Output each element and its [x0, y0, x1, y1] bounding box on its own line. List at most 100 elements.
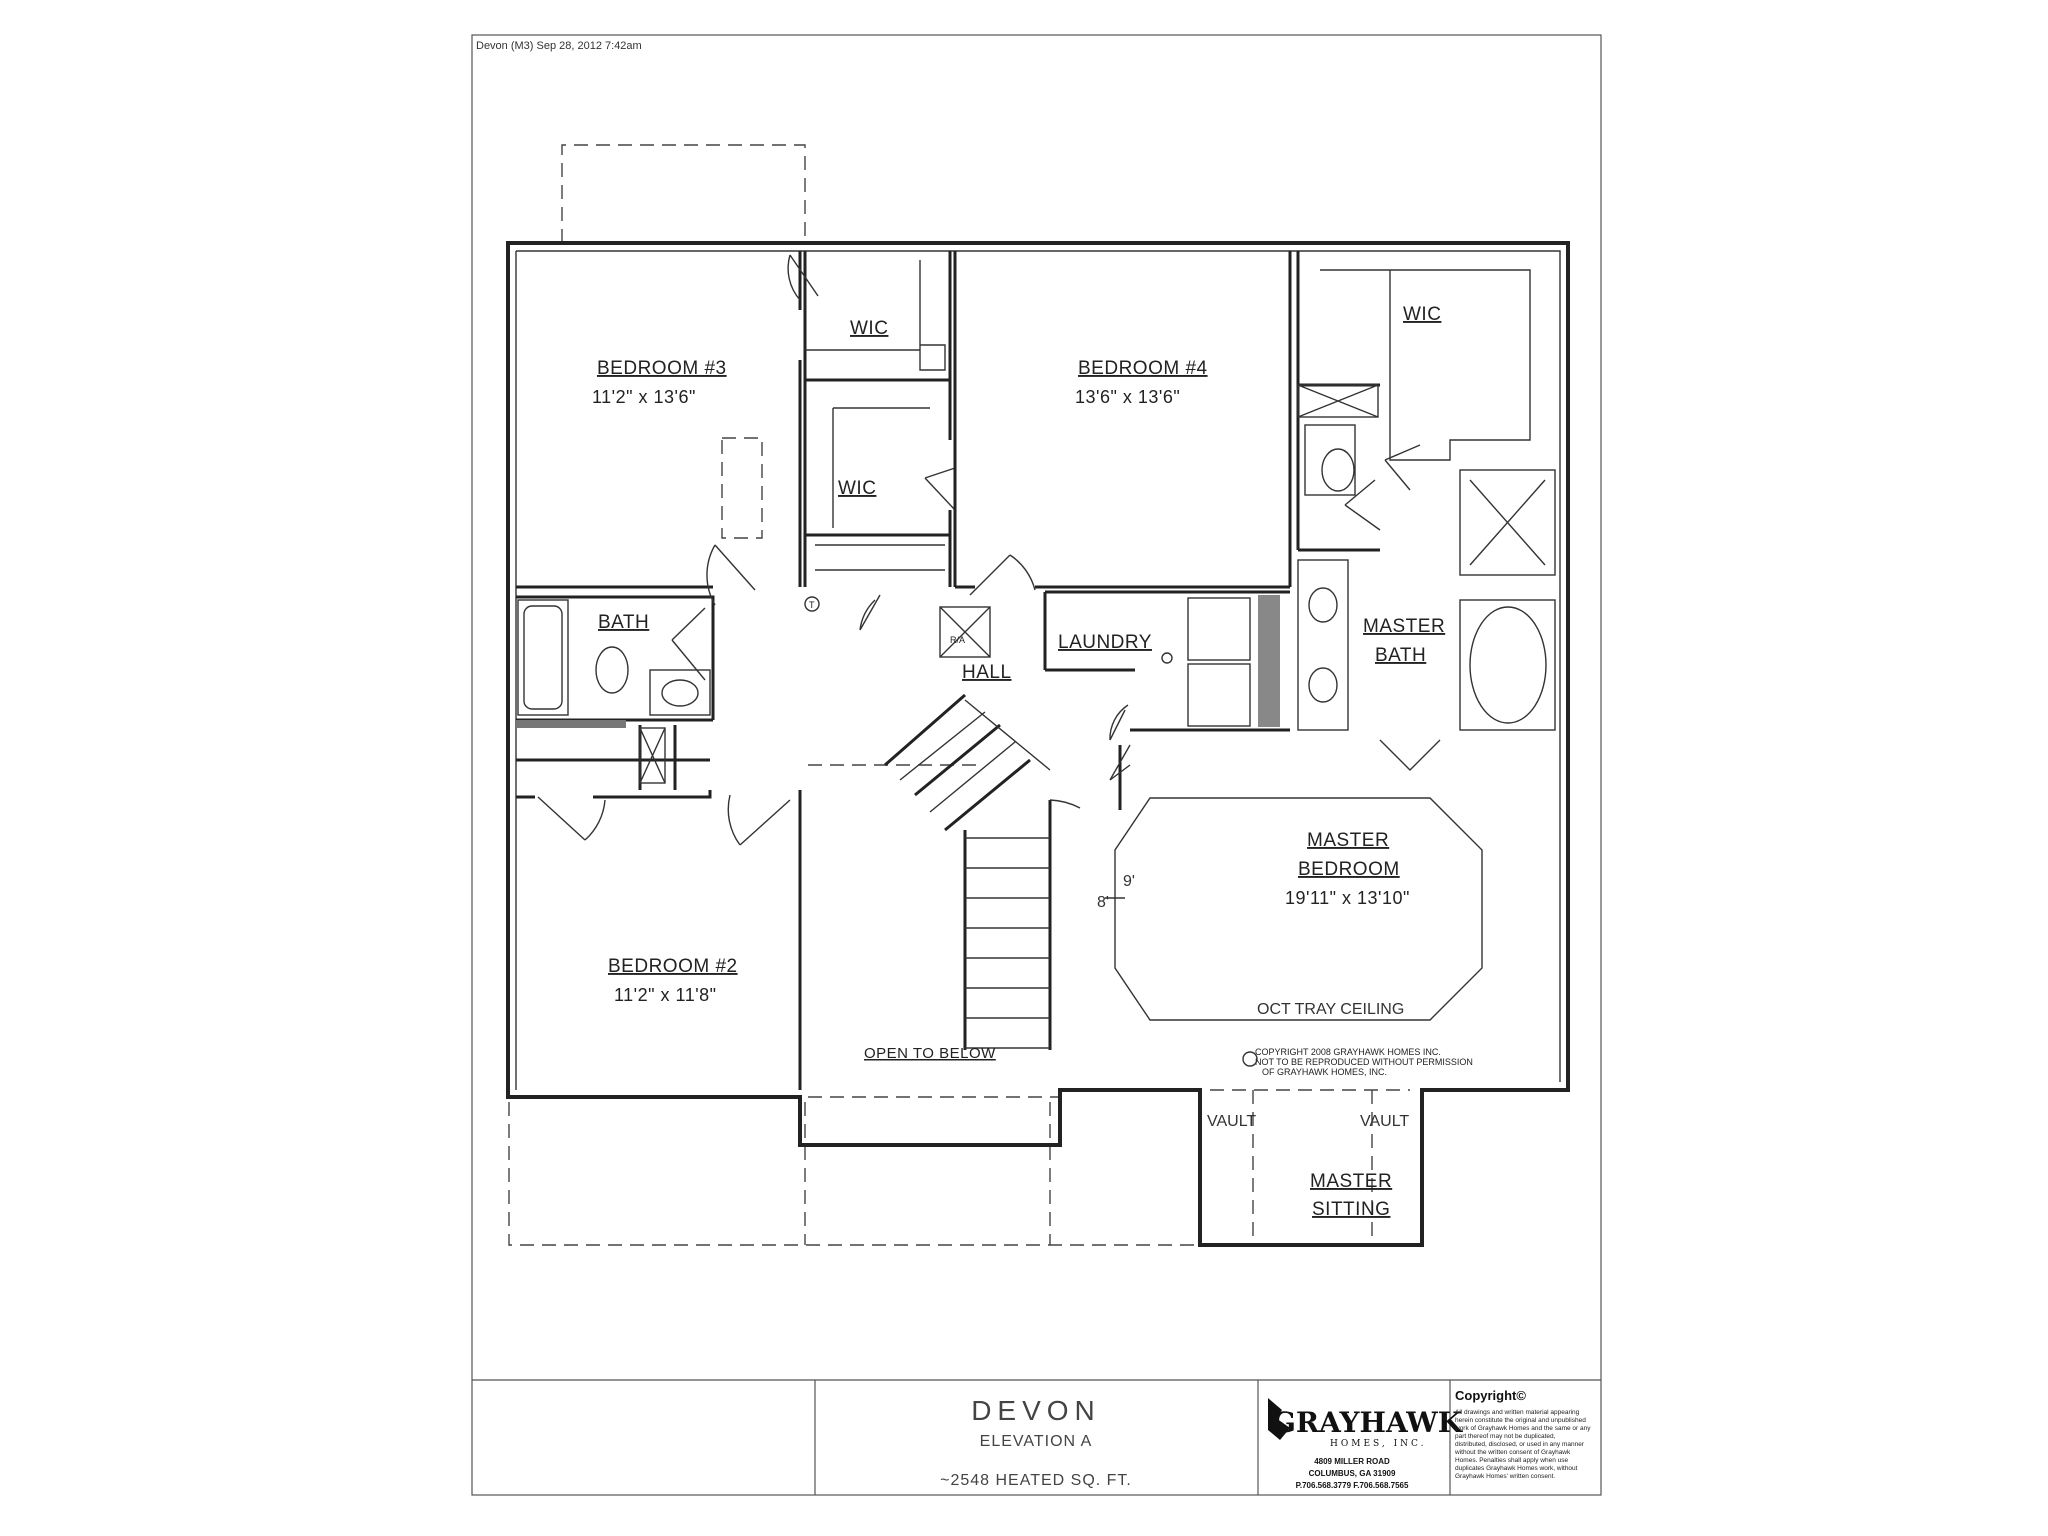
master-wc-door — [1344, 479, 1381, 531]
master-tub-basin — [1469, 606, 1547, 724]
wic-top-shelf — [805, 260, 946, 371]
phone-line: P.706.568.3779 F.706.568.7565 — [1296, 1481, 1409, 1490]
bedroom4-label: BEDROOM #4 — [1078, 358, 1208, 379]
grayhawk-logo: GRAYHAWK HOMES, INC. — [1268, 1398, 1464, 1449]
plan-area: ~2548 HEATED SQ. FT. — [940, 1472, 1132, 1489]
bedroom2-closet-door — [537, 796, 606, 841]
copyright-text-line: herein constitute the original and unpub… — [1455, 1417, 1586, 1424]
laundry-washer — [1187, 663, 1251, 727]
stair-treads — [965, 837, 1050, 1049]
tray-ceiling-label: OCT TRAY CEILING — [1257, 1001, 1404, 1018]
master-bath-label-2: BATH — [1375, 645, 1426, 666]
master-bedroom-door — [1109, 744, 1131, 781]
copyright-line-1: COPYRIGHT 2008 GRAYHAWK HOMES INC. — [1255, 1047, 1441, 1057]
ceiling-9-label: 9' — [1123, 873, 1135, 890]
laundry-walls — [1043, 590, 1290, 732]
open-to-below-label: OPEN TO BELOW — [864, 1045, 996, 1062]
bath-tub-inner — [523, 605, 563, 710]
bath-vanity — [649, 669, 711, 716]
ra-label: R/A — [950, 635, 965, 645]
plan-elevation: ELEVATION A — [980, 1433, 1093, 1450]
bedroom2-label: BEDROOM #2 — [608, 956, 738, 977]
bedroom4-walls — [953, 251, 1290, 589]
copyright-text-line: part thereof may not be duplicated, — [1455, 1433, 1556, 1440]
copyright-text-line: Grayhawk Homes' written consent. — [1455, 1473, 1555, 1480]
oct-tray-ceiling-outline — [1114, 797, 1483, 1021]
bedroom3-label: BEDROOM #3 — [597, 358, 727, 379]
master-bath-door — [1379, 739, 1441, 771]
bedroom4-dims: 13'6" x 13'6" — [1075, 387, 1180, 407]
wic-master-label: WIC — [1403, 304, 1441, 325]
return-air-x — [939, 606, 991, 658]
bath-toilet — [595, 646, 629, 694]
master-sink-2 — [1308, 667, 1338, 703]
bath-tile-strip — [516, 720, 626, 728]
bedroom3-dims: 11'2" x 13'6" — [592, 387, 696, 407]
company-logo-sub: HOMES, INC. — [1330, 1439, 1426, 1449]
wic-hall-door — [859, 594, 881, 631]
stair-landing — [884, 693, 1031, 832]
lower-floor-outline-inner — [804, 1102, 1051, 1245]
bedroom3-door — [706, 544, 756, 606]
copyright-text-line: without the written consent of Grayhawk — [1454, 1449, 1571, 1456]
stair-door-swing — [1049, 799, 1081, 809]
stair-landing-lines — [899, 699, 1051, 813]
ceiling-8-label: 8' — [1097, 894, 1109, 911]
master-sitting-label-2: SITTING — [1312, 1199, 1390, 1220]
bath-linen — [639, 727, 666, 784]
bath-door — [671, 607, 706, 681]
master-bedroom-dims: 19'11" x 13'10" — [1285, 888, 1410, 908]
bath-sink — [661, 679, 699, 707]
laundry-drain — [1161, 652, 1173, 664]
company-logo-text: GRAYHAWK — [1272, 1406, 1464, 1439]
thermostat-label: T — [809, 600, 815, 610]
copyright-text-line: All drawings and written material appear… — [1455, 1409, 1580, 1416]
copyright-text-line: Homes. Penalties shall apply when use — [1455, 1457, 1568, 1464]
copyright-symbol-icon — [1242, 1051, 1258, 1067]
thermostat-icon — [804, 596, 820, 612]
copyright-text-block: All drawings and written material appear… — [1454, 1409, 1591, 1480]
master-shower-x — [1469, 479, 1546, 566]
bath-linen-walls — [516, 725, 710, 790]
bath-linen-x — [639, 727, 666, 784]
wic-top-label: WIC — [850, 318, 888, 339]
copyright-heading: Copyright© — [1455, 1388, 1526, 1403]
exterior-wall-inner-line — [515, 250, 1561, 1090]
copyright-text-line: duplicates Grayhawk Homes work, without — [1455, 1465, 1578, 1472]
master-wic-door — [1384, 444, 1421, 491]
address-line-2: COLUMBUS, GA 31909 — [1309, 1469, 1396, 1478]
bedroom4-door — [969, 554, 1036, 596]
plan-stamp: Devon (M3) Sep 28, 2012 7:42am — [476, 40, 642, 52]
exterior-walls — [506, 241, 1570, 1247]
bedroom2-dims: 11'2" x 11'8" — [614, 985, 717, 1005]
wic-middle-label: WIC — [838, 478, 876, 499]
master-sitting-label-1: MASTER — [1310, 1171, 1392, 1192]
bath-tub — [517, 599, 569, 716]
vault-left-label: VAULT — [1207, 1113, 1256, 1130]
master-vanity — [1297, 559, 1349, 731]
master-linen-x — [1297, 384, 1379, 418]
laundry-dryer — [1187, 597, 1251, 661]
wic-middle-door — [924, 467, 956, 511]
plan-name: DEVON — [971, 1395, 1101, 1426]
sheet-border — [471, 34, 1602, 1496]
master-tub — [1459, 599, 1556, 731]
laundry-shelf — [1258, 595, 1280, 727]
master-wic-shelf — [1320, 269, 1531, 461]
copyright-line-3: OF GRAYHAWK HOMES, INC. — [1262, 1067, 1387, 1077]
master-linen — [1297, 384, 1379, 418]
laundry-door — [1109, 704, 1129, 741]
laundry-label: LAUNDRY — [1058, 632, 1152, 653]
address-line-1: 4809 MILLER ROAD — [1314, 1457, 1390, 1466]
wic-middle-shelf — [815, 407, 945, 571]
bath-label: BATH — [598, 612, 649, 633]
wic-top-door — [787, 254, 819, 301]
master-sitting-dash — [1210, 1089, 1410, 1245]
master-bedroom-label-1: MASTER — [1307, 830, 1389, 851]
wic-walls — [803, 251, 952, 587]
bedroom2-walls — [516, 790, 802, 1090]
master-toilet — [1321, 448, 1355, 492]
master-bath-label-1: MASTER — [1363, 616, 1445, 637]
copyright-text-line: distributed, disclosed, or used in any m… — [1455, 1441, 1585, 1448]
